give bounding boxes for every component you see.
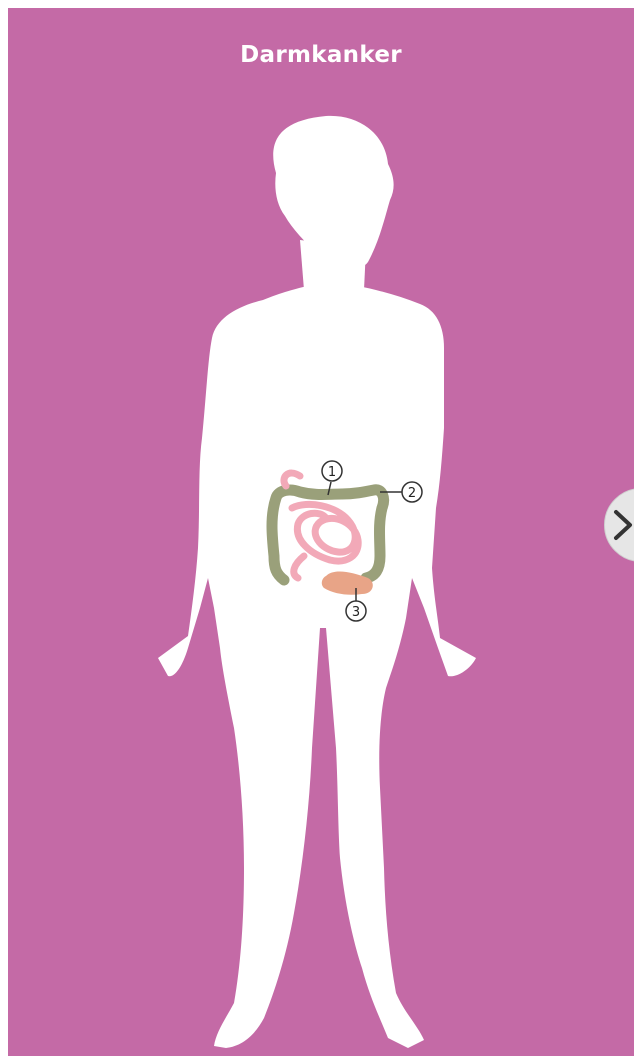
marker-1-label: 1: [328, 465, 336, 480]
diagram-panel: 1 2 3 Darmkanker: [8, 8, 634, 1056]
marker-3-label: 3: [352, 605, 360, 620]
page-title: Darmkanker: [8, 42, 634, 68]
marker-2-label: 2: [408, 486, 416, 501]
neck: [300, 240, 366, 290]
chevron-right-icon: [613, 509, 634, 541]
diagram-canvas: 1 2 3: [8, 8, 634, 1056]
